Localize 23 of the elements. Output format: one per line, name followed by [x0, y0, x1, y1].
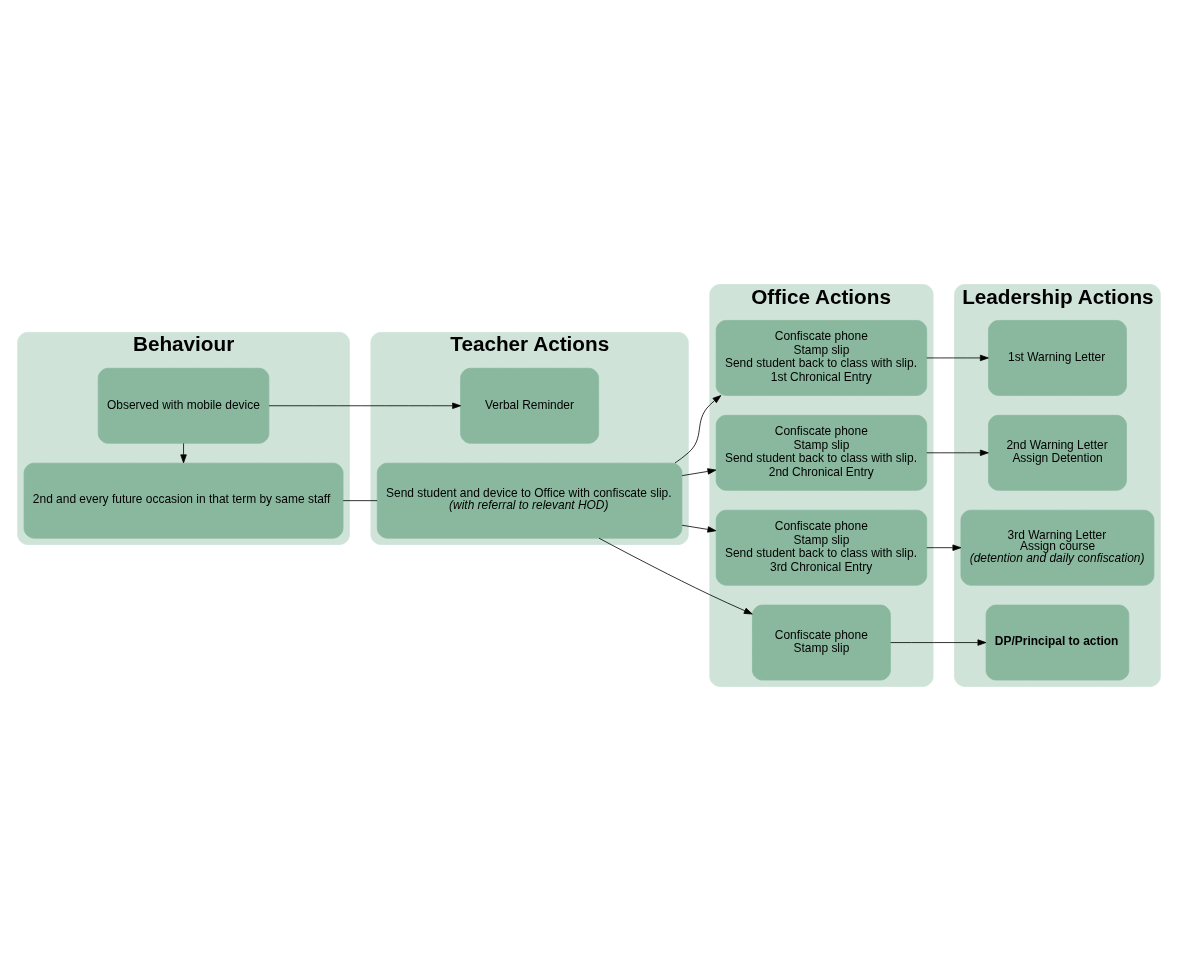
node-box: Send student and device to Office with confiscate slip. (with referral to relevant HOD) — [376, 462, 683, 539]
connector — [342, 499, 378, 501]
arrow — [598, 537, 753, 614]
node-box: Confiscate phone Stamp slip Send student back to class with slip. 2nd Chronical Entry — [715, 414, 928, 491]
node-box: 1st Warning Letter — [988, 319, 1127, 396]
node-box: Confiscate phone Stamp slip Send student back to class with slip. 1st Chronical Entry — [715, 319, 928, 396]
arrow — [180, 442, 187, 463]
arrow — [681, 467, 717, 476]
node-box: 2nd Warning Letter Assign Detention — [988, 414, 1127, 491]
node-box: 2nd and every future occasion in that term by same staff — [23, 462, 344, 539]
node-box: Verbal Reminder — [460, 367, 599, 444]
arrow — [926, 544, 962, 551]
node-box: Observed with mobile device — [97, 367, 270, 444]
node-box: 3rd Warning Letter Assign course (detention and daily confiscation) — [960, 509, 1155, 586]
arrow — [926, 354, 989, 361]
node-box: Confiscate phone Stamp slip — [752, 604, 891, 680]
arrow — [890, 638, 987, 646]
arrow — [268, 402, 461, 409]
node-box: DP/Principal to action — [985, 604, 1130, 680]
arrow — [926, 449, 989, 456]
arrow — [674, 394, 722, 463]
node-box: Confiscate phone Stamp slip Send student back to class with slip. 3rd Chronical Entry — [715, 509, 928, 586]
arrow — [681, 524, 717, 533]
